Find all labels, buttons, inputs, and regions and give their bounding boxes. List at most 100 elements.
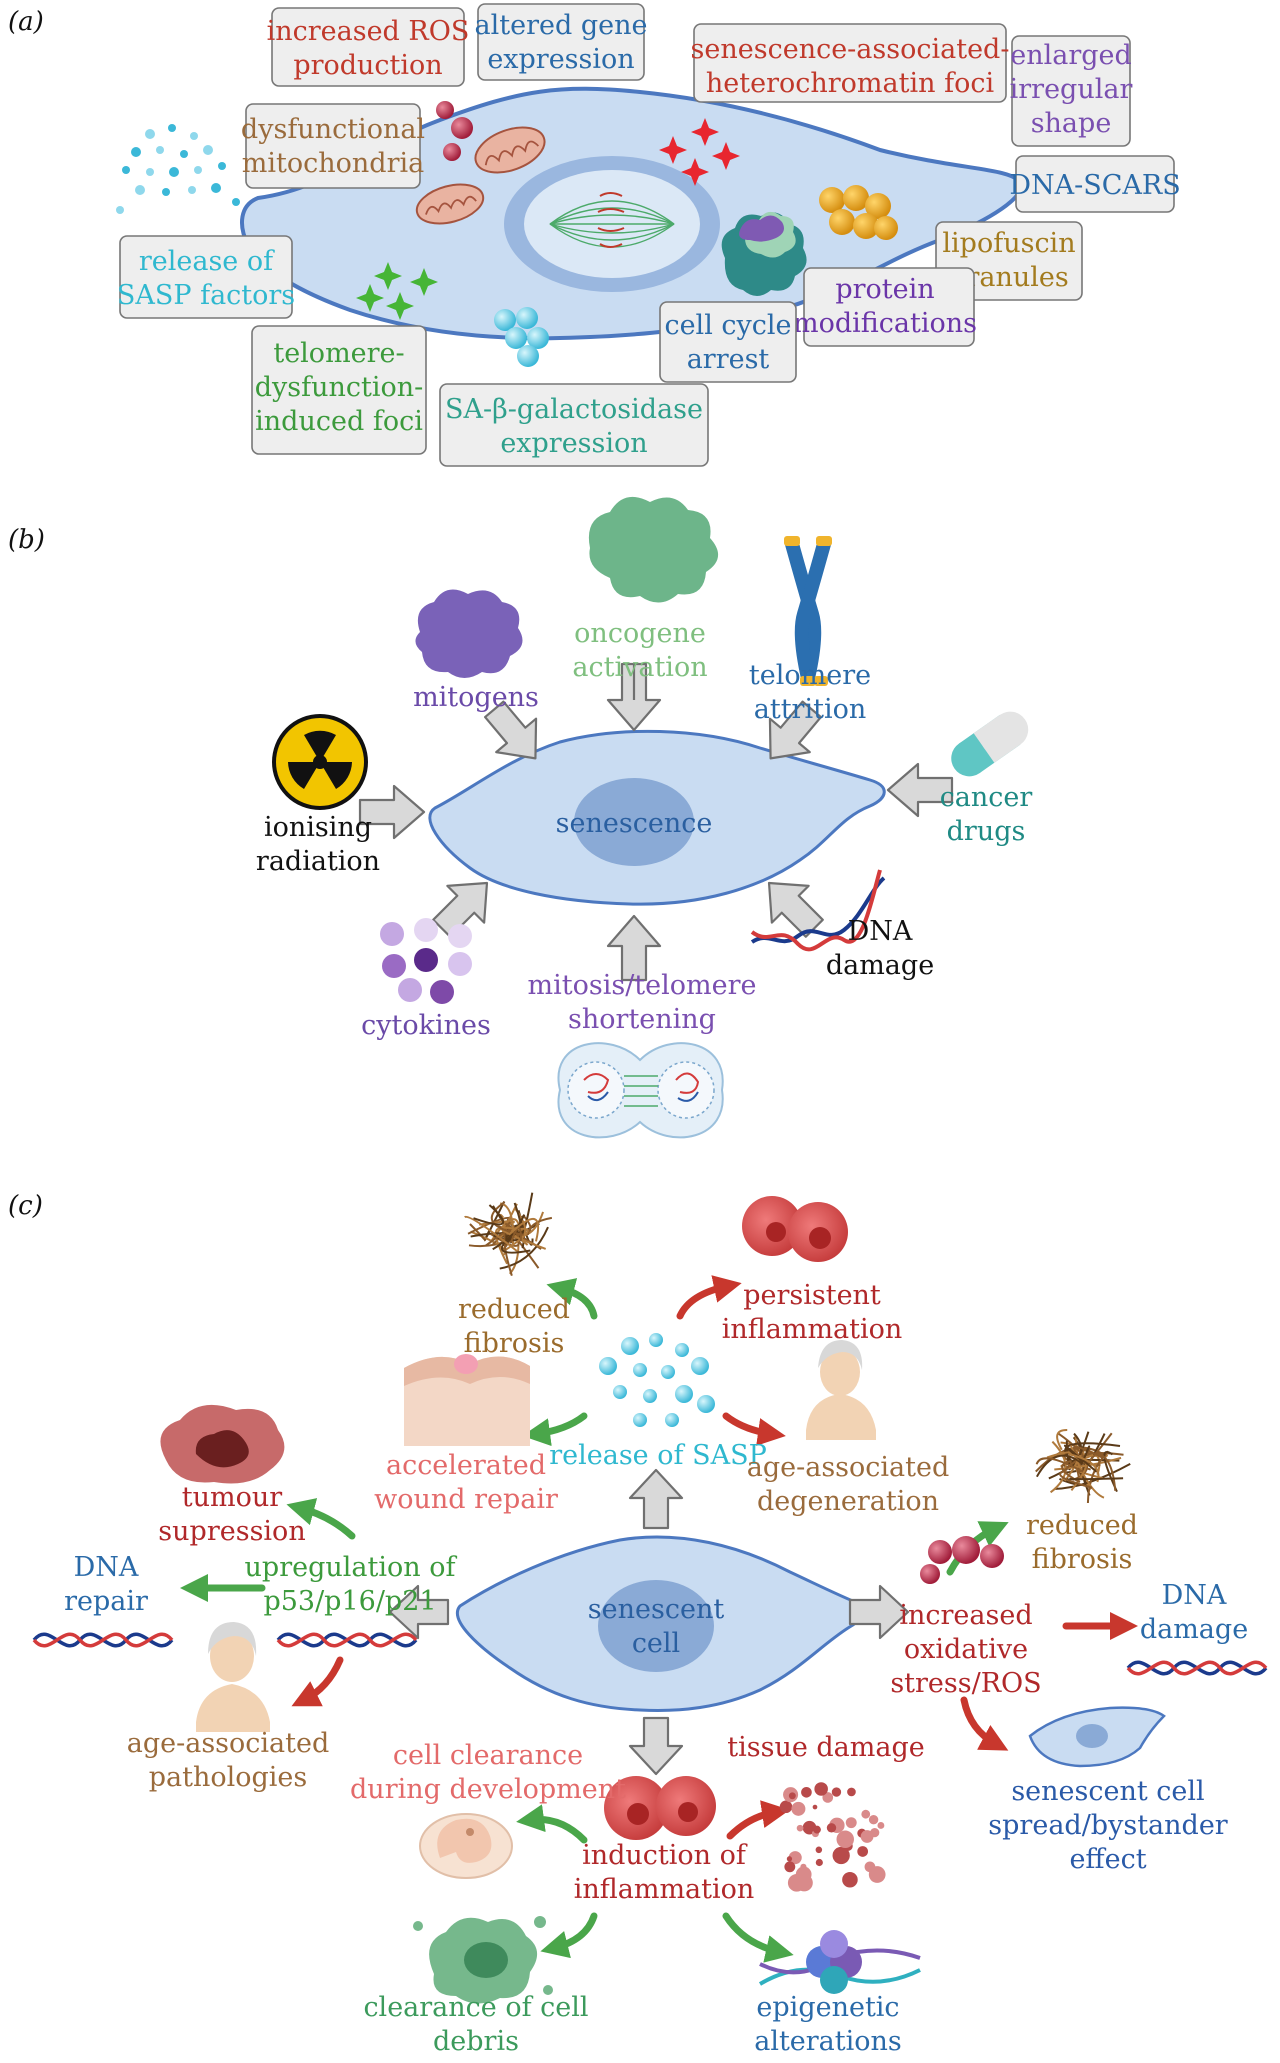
capsule-icon bbox=[951, 711, 1029, 777]
fiber-strand bbox=[1064, 1442, 1121, 1465]
fiber-strand bbox=[1067, 1477, 1124, 1481]
tumour-icon bbox=[160, 1404, 285, 1484]
panel-c-label: (c) bbox=[8, 1191, 43, 1221]
inflamed-cells-c-icon bbox=[604, 1776, 716, 1840]
protein-icon bbox=[721, 211, 807, 296]
telomere-foci-icon bbox=[356, 262, 438, 320]
arrow-up-sasp bbox=[628, 1468, 684, 1530]
decor-dot bbox=[831, 1787, 842, 1797]
decor-dot bbox=[448, 952, 472, 976]
label-tissue: tissue damage bbox=[727, 1732, 925, 1763]
fiber-strand bbox=[469, 1223, 486, 1242]
decor-dot bbox=[796, 1824, 804, 1832]
decor-dot bbox=[398, 978, 422, 1002]
decor-dot bbox=[448, 924, 472, 948]
decor-dot bbox=[836, 1830, 854, 1849]
decor-dot bbox=[203, 145, 213, 155]
fiber-strand bbox=[1055, 1463, 1131, 1490]
decor-dot bbox=[801, 1786, 812, 1798]
decor-dot bbox=[613, 1385, 627, 1399]
label-release: release of SASP bbox=[549, 1440, 767, 1471]
decor-dot bbox=[868, 1815, 879, 1825]
arrow-left bbox=[388, 1584, 450, 1640]
fibrosis-icon-right bbox=[1035, 1428, 1131, 1503]
decor-dot bbox=[382, 954, 406, 978]
decor-dot bbox=[857, 1846, 869, 1857]
label-mitogens: mitogens bbox=[413, 682, 539, 713]
fiber-strand bbox=[1059, 1470, 1093, 1489]
fiber-strand bbox=[473, 1204, 505, 1226]
decor-dot bbox=[842, 1871, 858, 1888]
decor-dot bbox=[116, 206, 124, 214]
arrow-red-pathologies bbox=[291, 1656, 344, 1707]
decor-dot bbox=[180, 150, 188, 158]
panel-c-nucleus bbox=[598, 1580, 714, 1672]
arrow-radiation bbox=[358, 784, 426, 840]
decor-dot bbox=[218, 162, 226, 170]
panel-b-nucleus bbox=[574, 778, 694, 866]
fiber-strand bbox=[1056, 1428, 1068, 1451]
sasp-dots-icon-c bbox=[599, 1333, 715, 1427]
decor-dot bbox=[232, 198, 240, 206]
arrow-red-tissue bbox=[726, 1800, 790, 1840]
decor-dot bbox=[211, 183, 221, 193]
arrow-telomere bbox=[768, 700, 823, 760]
arrow-oncogene bbox=[606, 662, 662, 732]
decor-dot bbox=[788, 1851, 802, 1865]
box-ros bbox=[271, 7, 465, 87]
arrow-drugs bbox=[886, 762, 954, 818]
decor-dot bbox=[786, 1856, 793, 1862]
fiber-strand bbox=[470, 1230, 507, 1256]
panel-a: (a) bbox=[8, 3, 1181, 467]
fiber-strand bbox=[499, 1226, 549, 1270]
arrow-green-tumour bbox=[286, 1498, 356, 1540]
arrow-green-epigenetic bbox=[722, 1912, 794, 1963]
arrow-red-spread bbox=[960, 1696, 1009, 1751]
dna-helix-icon bbox=[750, 869, 886, 952]
decor-dot bbox=[787, 1874, 806, 1892]
fiber-strand bbox=[509, 1226, 522, 1243]
decor-dot bbox=[643, 1389, 657, 1403]
dividing-cell-icon bbox=[557, 1042, 724, 1139]
cell-debris-icon bbox=[413, 1916, 553, 2004]
label-dnascars: DNA-SCARS bbox=[1009, 170, 1180, 201]
decor-dot bbox=[169, 167, 179, 177]
fiber-strand bbox=[470, 1232, 508, 1251]
decor-dot bbox=[868, 1866, 886, 1883]
decor-dot bbox=[802, 1820, 817, 1835]
dna-helix-right-icon bbox=[1126, 1660, 1268, 1676]
decor-dot bbox=[665, 1413, 679, 1427]
decor-dot bbox=[380, 922, 404, 946]
decor-dot bbox=[661, 1365, 675, 1379]
panel-b-label: (b) bbox=[8, 525, 45, 555]
radiation-icon bbox=[272, 714, 368, 810]
fiber-strand bbox=[500, 1229, 531, 1254]
decor-dot bbox=[815, 1846, 823, 1854]
elderly-person-left-icon bbox=[196, 1622, 270, 1732]
label-sahf: senescence-associated-heterochromatin fo… bbox=[691, 34, 1010, 99]
decor-dot bbox=[168, 124, 176, 132]
decor-dot bbox=[697, 1395, 715, 1413]
oncogene-protein-icon bbox=[588, 496, 719, 603]
decor-dot bbox=[845, 1817, 857, 1829]
decor-dot bbox=[826, 1823, 837, 1833]
fiber-strand bbox=[1049, 1440, 1067, 1494]
decor-dot bbox=[791, 1801, 806, 1816]
decor-dot bbox=[156, 146, 164, 154]
